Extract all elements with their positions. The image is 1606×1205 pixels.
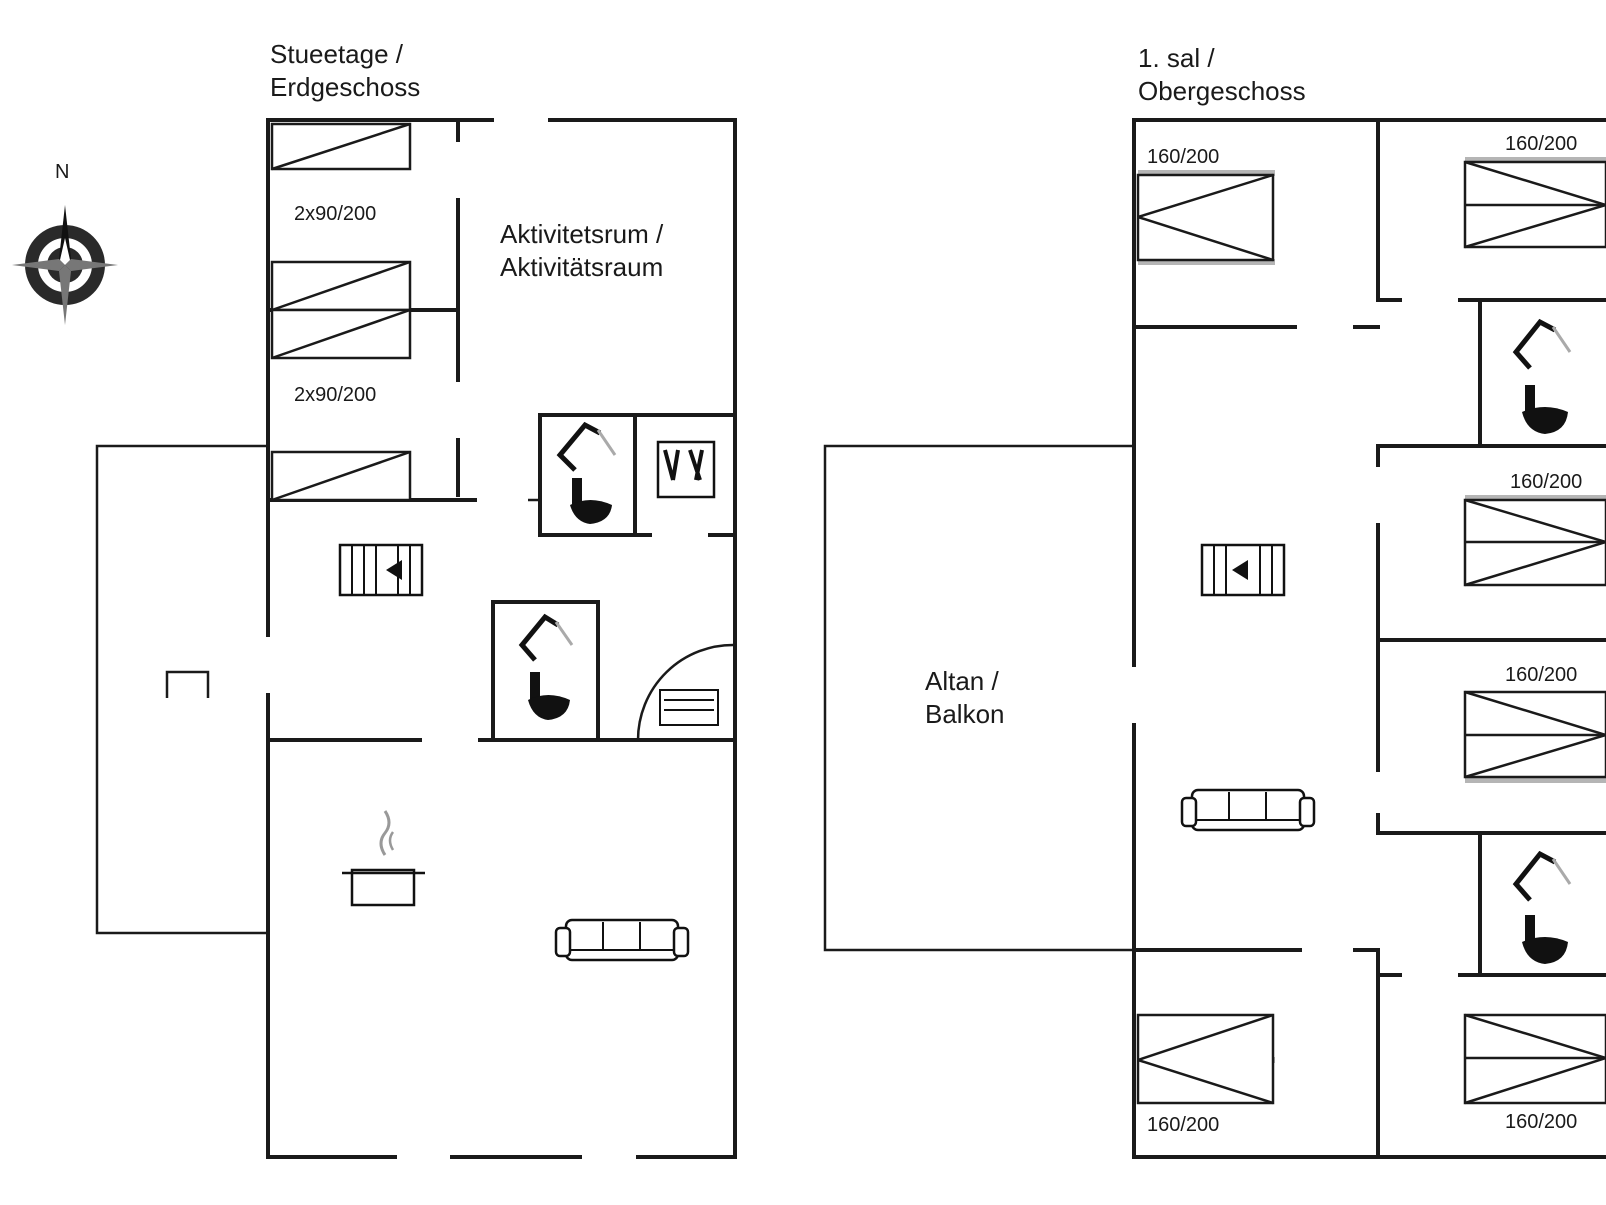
sofa-icon: [554, 918, 690, 962]
door-arc: [636, 643, 736, 741]
terrace-symbol: [165, 670, 210, 698]
stairs-icon: [1200, 543, 1286, 597]
double-bed: [1463, 690, 1606, 783]
shower-toilet-icon: [1512, 318, 1572, 434]
bed: [270, 260, 412, 360]
ground-floor-title: Stueetage / Erdgeschoss: [270, 39, 421, 102]
bed-size-label: 2x90/200: [294, 203, 377, 225]
bed-size-label: 160/200: [1505, 133, 1578, 155]
bed-size-label: 160/200: [1505, 664, 1578, 686]
bed: [270, 122, 412, 171]
bed-size-label: 160/200: [1510, 471, 1583, 493]
appliance-icon: [659, 689, 719, 726]
bed-size-label: 2x90/200: [294, 384, 377, 406]
double-bed: [1463, 495, 1606, 587]
balcony-outline: [823, 444, 1134, 952]
double-bed: [1136, 1013, 1275, 1105]
stairs-icon: [338, 543, 424, 597]
balcony-label: Altan / Balkon: [925, 666, 1005, 729]
double-bed: [1463, 1013, 1606, 1105]
compass-rose-icon: [12, 205, 118, 325]
terrace-outline: [95, 444, 268, 935]
kitchen-pot-icon: [342, 810, 425, 907]
shower-toilet-icon: [518, 613, 574, 720]
bed: [270, 450, 412, 502]
sofa-icon: [1180, 788, 1316, 832]
bed-size-label: 160/200: [1505, 1111, 1578, 1133]
washer-dryer-icon: [656, 440, 716, 499]
shower-toilet-icon: [1512, 850, 1572, 964]
shower-toilet-icon: [556, 421, 617, 524]
double-bed: [1463, 157, 1606, 249]
compass-north-label: N: [55, 161, 70, 183]
activity-room-label: Aktivitetsrum / Aktivitätsraum: [500, 219, 664, 282]
bed-size-label: 160/200: [1147, 1114, 1220, 1136]
first-floor-plan: [823, 118, 1606, 1159]
ground-floor-plan: [95, 118, 737, 1159]
bed-size-label: 160/200: [1147, 146, 1220, 168]
first-floor-title: 1. sal / Obergeschoss: [1138, 43, 1306, 106]
double-bed: [1136, 170, 1275, 265]
